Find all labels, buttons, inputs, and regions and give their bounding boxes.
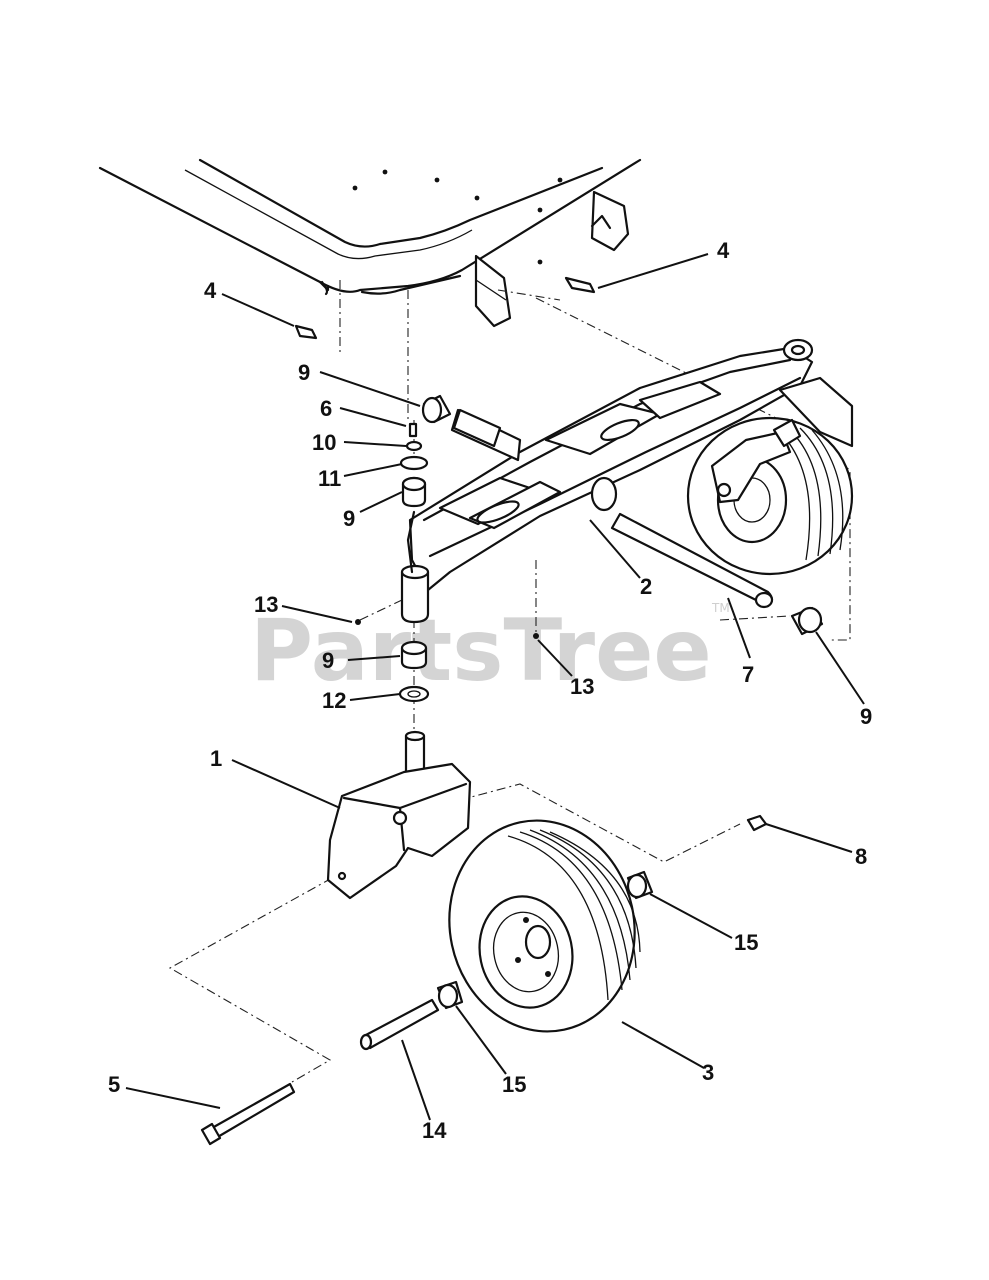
callout-13-left: 13 bbox=[254, 592, 278, 617]
callouts: 4 4 9 6 10 11 9 2 13 9 13 7 9 12 1 8 15 … bbox=[108, 238, 872, 1143]
lock-washer-10 bbox=[405, 440, 423, 452]
deck-frame bbox=[98, 158, 642, 328]
callout-2: 2 bbox=[640, 574, 652, 599]
part-15-spacers bbox=[436, 870, 654, 1010]
callout-10: 10 bbox=[312, 430, 336, 455]
washer-11 bbox=[399, 455, 429, 471]
fasteners bbox=[294, 276, 768, 832]
bushing-lower bbox=[400, 640, 428, 670]
part-1-caster-yoke bbox=[326, 730, 472, 900]
bushing-mid bbox=[401, 476, 427, 508]
grease-fitting-13-right bbox=[533, 633, 539, 639]
nut-8 bbox=[746, 814, 768, 832]
callout-1: 1 bbox=[210, 746, 222, 771]
spacer-15-left bbox=[436, 980, 464, 1010]
part-5-bolt bbox=[200, 1082, 296, 1146]
part-7-rod bbox=[610, 512, 774, 609]
callout-8: 8 bbox=[855, 844, 867, 869]
part-9-bushings bbox=[400, 394, 824, 670]
callout-9-mid: 9 bbox=[343, 506, 355, 531]
part-14-axle bbox=[359, 998, 440, 1051]
callout-15-right: 15 bbox=[734, 930, 758, 955]
bolt-6 bbox=[408, 422, 418, 438]
callout-15-left: 15 bbox=[502, 1072, 526, 1097]
callout-13-right: 13 bbox=[570, 674, 594, 699]
watermark-trademark: TM bbox=[711, 601, 730, 615]
bushing-upper-left bbox=[421, 394, 452, 424]
watermark: PartsTree TM bbox=[250, 601, 730, 701]
callout-5: 5 bbox=[108, 1072, 120, 1097]
watermark-text: PartsTree bbox=[250, 601, 712, 701]
callout-3: 3 bbox=[702, 1060, 714, 1085]
grease-fitting-13-left bbox=[355, 619, 361, 625]
callout-6: 6 bbox=[320, 396, 332, 421]
callout-12: 12 bbox=[322, 688, 346, 713]
callout-9-lower: 9 bbox=[322, 648, 334, 673]
bushing-tube-upper bbox=[452, 408, 502, 448]
spacer-15-right bbox=[626, 870, 654, 900]
part-2-front-axle bbox=[400, 338, 854, 624]
part-3-wheel bbox=[448, 819, 641, 1033]
callout-4-right: 4 bbox=[717, 238, 730, 263]
callout-9-right: 9 bbox=[860, 704, 872, 729]
washer-12 bbox=[398, 685, 430, 703]
bolt-4-left bbox=[294, 324, 318, 340]
upper-right-wheel bbox=[686, 416, 854, 576]
callout-14: 14 bbox=[422, 1118, 447, 1143]
assembly-lines bbox=[168, 280, 851, 1083]
callout-4-left: 4 bbox=[204, 278, 217, 303]
leader-lines bbox=[125, 253, 865, 1121]
callout-11: 11 bbox=[318, 466, 341, 491]
bolt-4-right bbox=[564, 276, 596, 294]
callout-9-upper: 9 bbox=[298, 360, 310, 385]
callout-7: 7 bbox=[742, 662, 754, 687]
bushing-right bbox=[790, 606, 824, 636]
